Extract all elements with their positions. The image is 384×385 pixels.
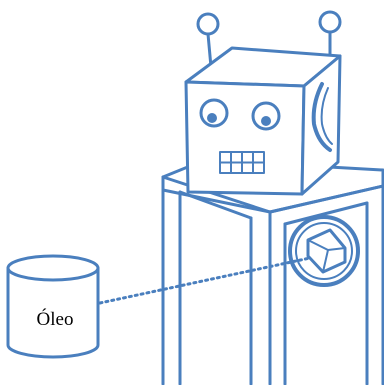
robot-head <box>184 10 342 196</box>
container-label: Óleo <box>36 309 74 330</box>
oil-port-icon <box>288 215 360 287</box>
robot-eye-right <box>251 101 281 131</box>
robot-eye-left <box>199 98 229 128</box>
robot-mouth <box>219 151 265 174</box>
cylinder-container-icon <box>6 254 100 359</box>
antenna-left <box>196 12 220 80</box>
oil-connector-line <box>98 256 312 305</box>
